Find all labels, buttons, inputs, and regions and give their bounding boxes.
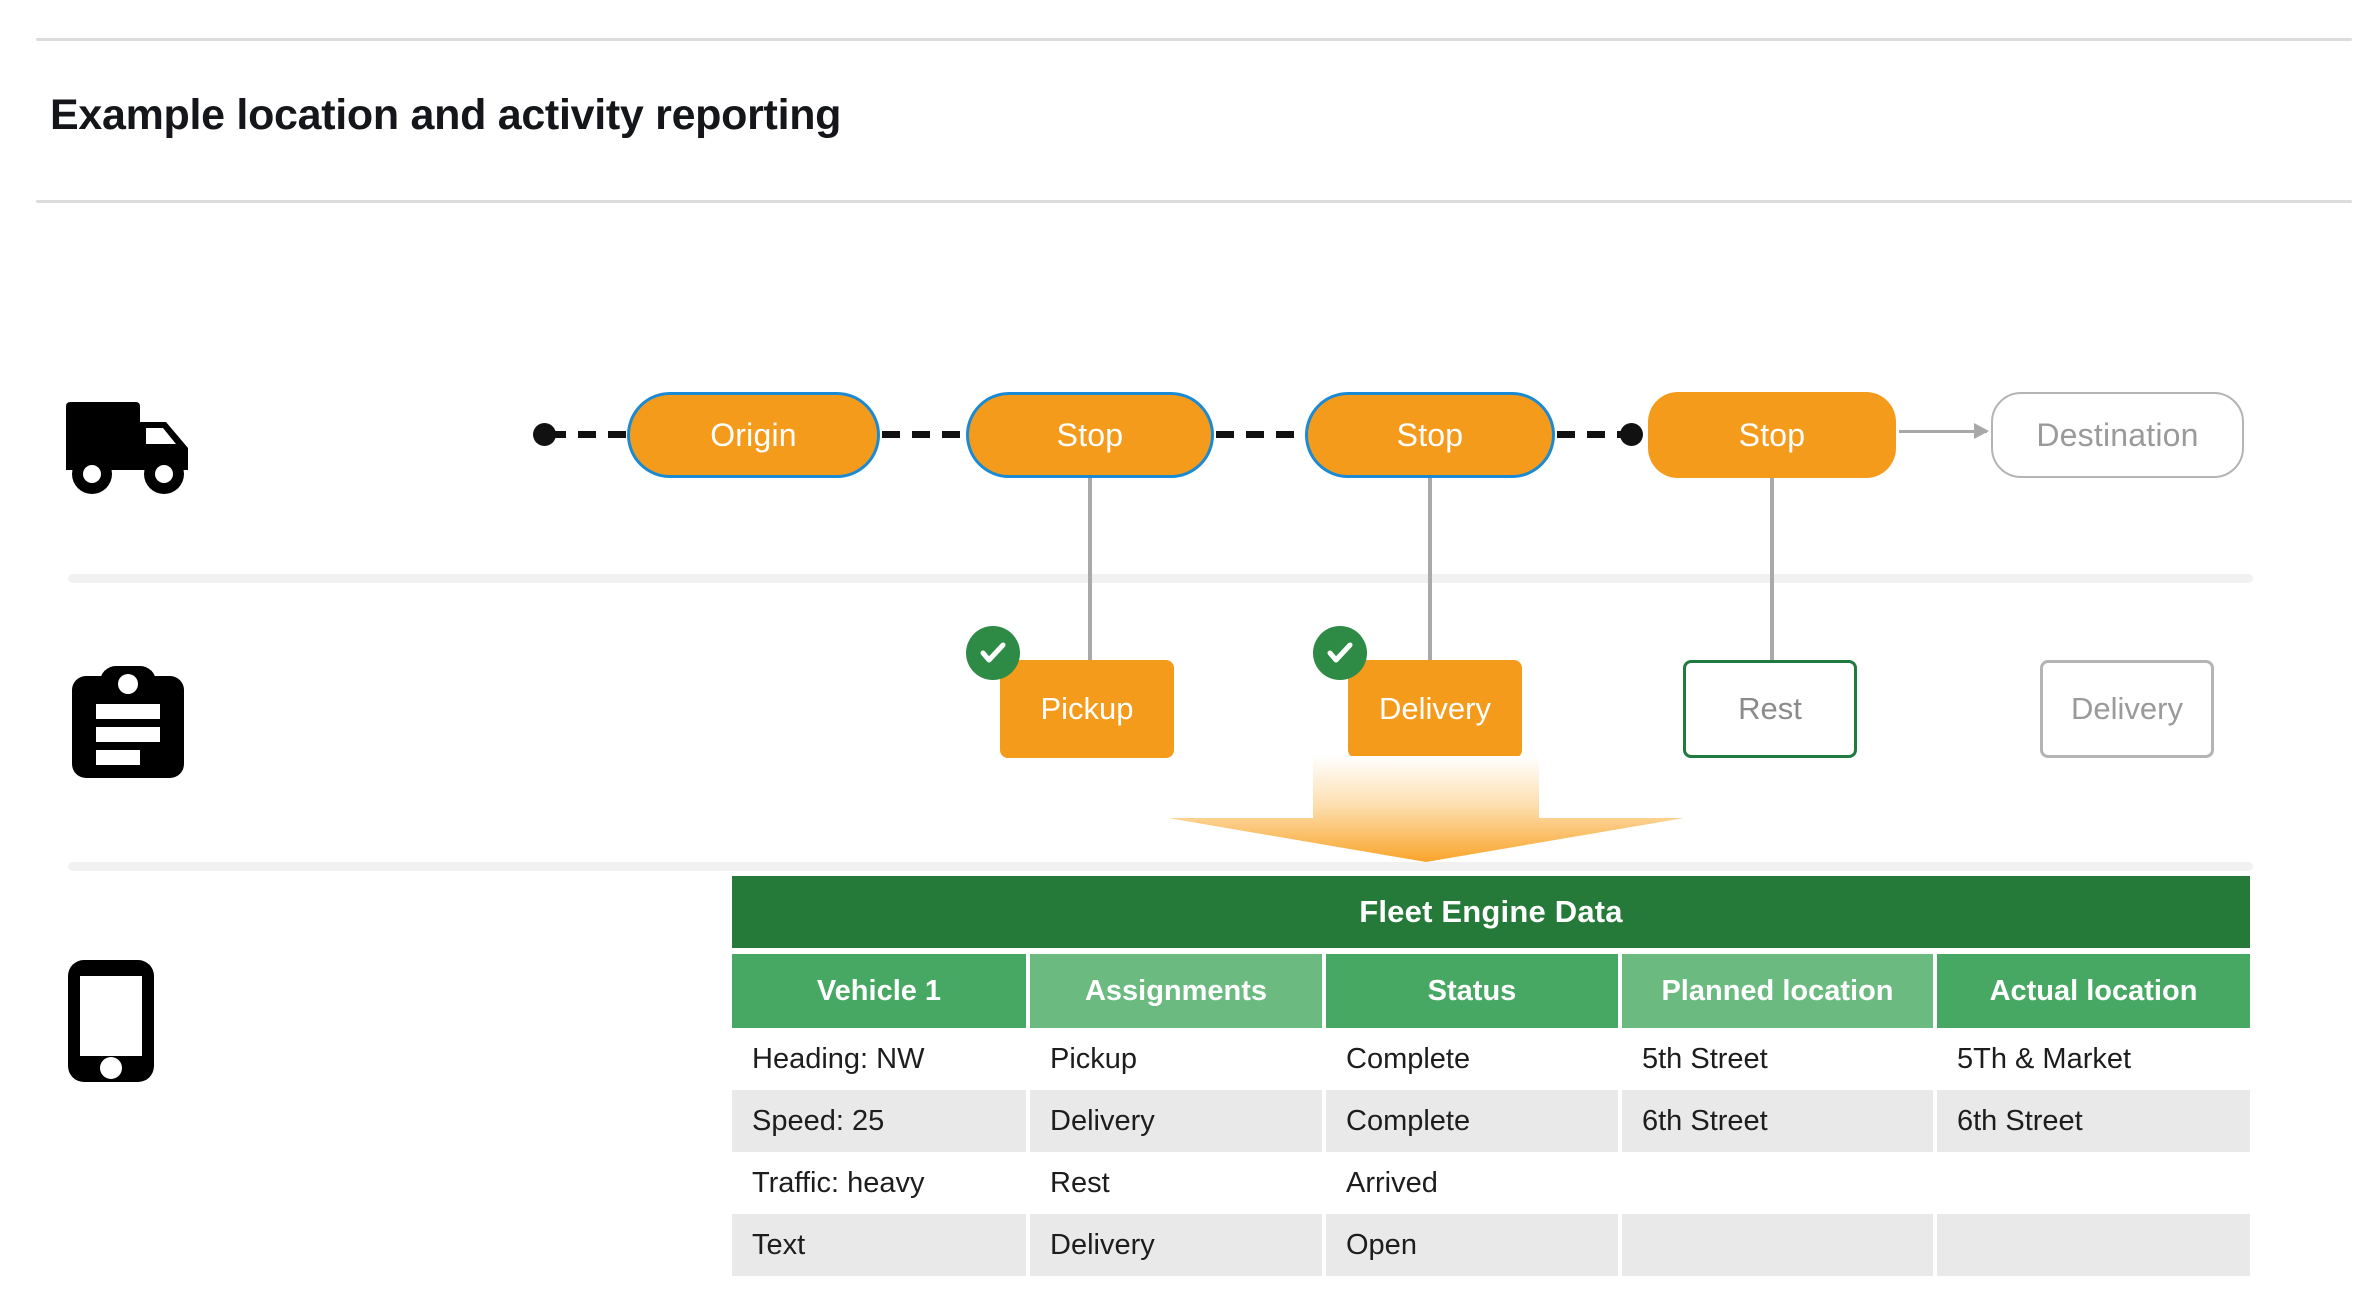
route-dash-start <box>548 431 628 438</box>
row-divider-activity-table <box>68 862 2253 871</box>
route-arrow-destination <box>1899 423 1989 439</box>
top-divider <box>36 38 2352 41</box>
page-title: Example location and activity reporting <box>50 90 842 139</box>
activity-pickup[interactable]: Pickup <box>1000 660 1174 758</box>
table-row: Heading: NW Pickup Complete 5th Street 5… <box>732 1028 2250 1090</box>
cell-planned-location <box>1620 1214 1937 1276</box>
cell-status: Complete <box>1324 1028 1622 1090</box>
activity-delivery-pending[interactable]: Delivery <box>2040 660 2214 758</box>
column-header-planned-location[interactable]: Planned location <box>1620 954 1937 1028</box>
column-header-vehicle[interactable]: Vehicle 1 <box>732 954 1030 1028</box>
activity-rest[interactable]: Rest <box>1683 660 1857 758</box>
activity-delivery[interactable]: Delivery <box>1348 660 1522 758</box>
table-row: Speed: 25 Delivery Complete 6th Street 6… <box>732 1090 2250 1152</box>
route-node-destination[interactable]: Destination <box>1991 392 2244 478</box>
route-node-stop-3[interactable]: Stop <box>1648 392 1896 478</box>
route-start-dot <box>533 423 556 446</box>
cell-status: Arrived <box>1324 1152 1622 1214</box>
connector-stop1-pickup <box>1088 478 1092 660</box>
cell-actual-location: 6th Street <box>1934 1090 2250 1152</box>
table-header-row: Vehicle 1 Assignments Status Planned loc… <box>732 954 2250 1028</box>
flow-arrow-down-icon <box>1168 756 1684 862</box>
route-mid-dot <box>1620 423 1643 446</box>
row-divider-route-activity <box>68 574 2253 583</box>
cell-assignment: Delivery <box>1028 1090 1326 1152</box>
fleet-engine-table: Fleet Engine Data Vehicle 1 Assignments … <box>732 876 2250 1276</box>
cell-actual-location <box>1934 1152 2250 1214</box>
cell-assignment: Delivery <box>1028 1214 1326 1276</box>
cell-planned-location: 6th Street <box>1620 1090 1937 1152</box>
column-header-assignments[interactable]: Assignments <box>1028 954 1326 1028</box>
cell-vehicle: Text <box>732 1214 1030 1276</box>
route-node-stop-2[interactable]: Stop <box>1305 392 1555 478</box>
cell-actual-location <box>1934 1214 2250 1276</box>
connector-stop3-rest <box>1770 478 1774 660</box>
column-header-status[interactable]: Status <box>1324 954 1622 1028</box>
cell-vehicle: Traffic: heavy <box>732 1152 1030 1214</box>
check-icon-delivery <box>1313 626 1367 680</box>
cell-actual-location: 5Th & Market <box>1934 1028 2250 1090</box>
table-row: Text Delivery Open <box>732 1214 2250 1276</box>
cell-assignment: Pickup <box>1028 1028 1326 1090</box>
route-dash-2 <box>1216 431 1306 438</box>
route-dash-3 <box>1557 431 1629 438</box>
truck-icon <box>66 398 208 503</box>
table-title: Fleet Engine Data <box>732 876 2250 948</box>
route-node-origin[interactable]: Origin <box>627 392 880 478</box>
phone-icon <box>66 958 156 1089</box>
column-header-actual-location[interactable]: Actual location <box>1934 954 2250 1028</box>
table-title-gap <box>732 948 2250 954</box>
cell-vehicle: Speed: 25 <box>732 1090 1030 1152</box>
connector-stop2-delivery <box>1428 478 1432 660</box>
table-row: Traffic: heavy Rest Arrived <box>732 1152 2250 1214</box>
clipboard-icon <box>66 660 190 789</box>
cell-status: Open <box>1324 1214 1622 1276</box>
cell-assignment: Rest <box>1028 1152 1326 1214</box>
cell-planned-location <box>1620 1152 1937 1214</box>
cell-vehicle: Heading: NW <box>732 1028 1030 1090</box>
route-node-stop-1[interactable]: Stop <box>966 392 1214 478</box>
route-dash-1 <box>882 431 968 438</box>
cell-status: Complete <box>1324 1090 1622 1152</box>
cell-planned-location: 5th Street <box>1620 1028 1937 1090</box>
check-icon-pickup <box>966 626 1020 680</box>
title-divider <box>36 200 2352 203</box>
